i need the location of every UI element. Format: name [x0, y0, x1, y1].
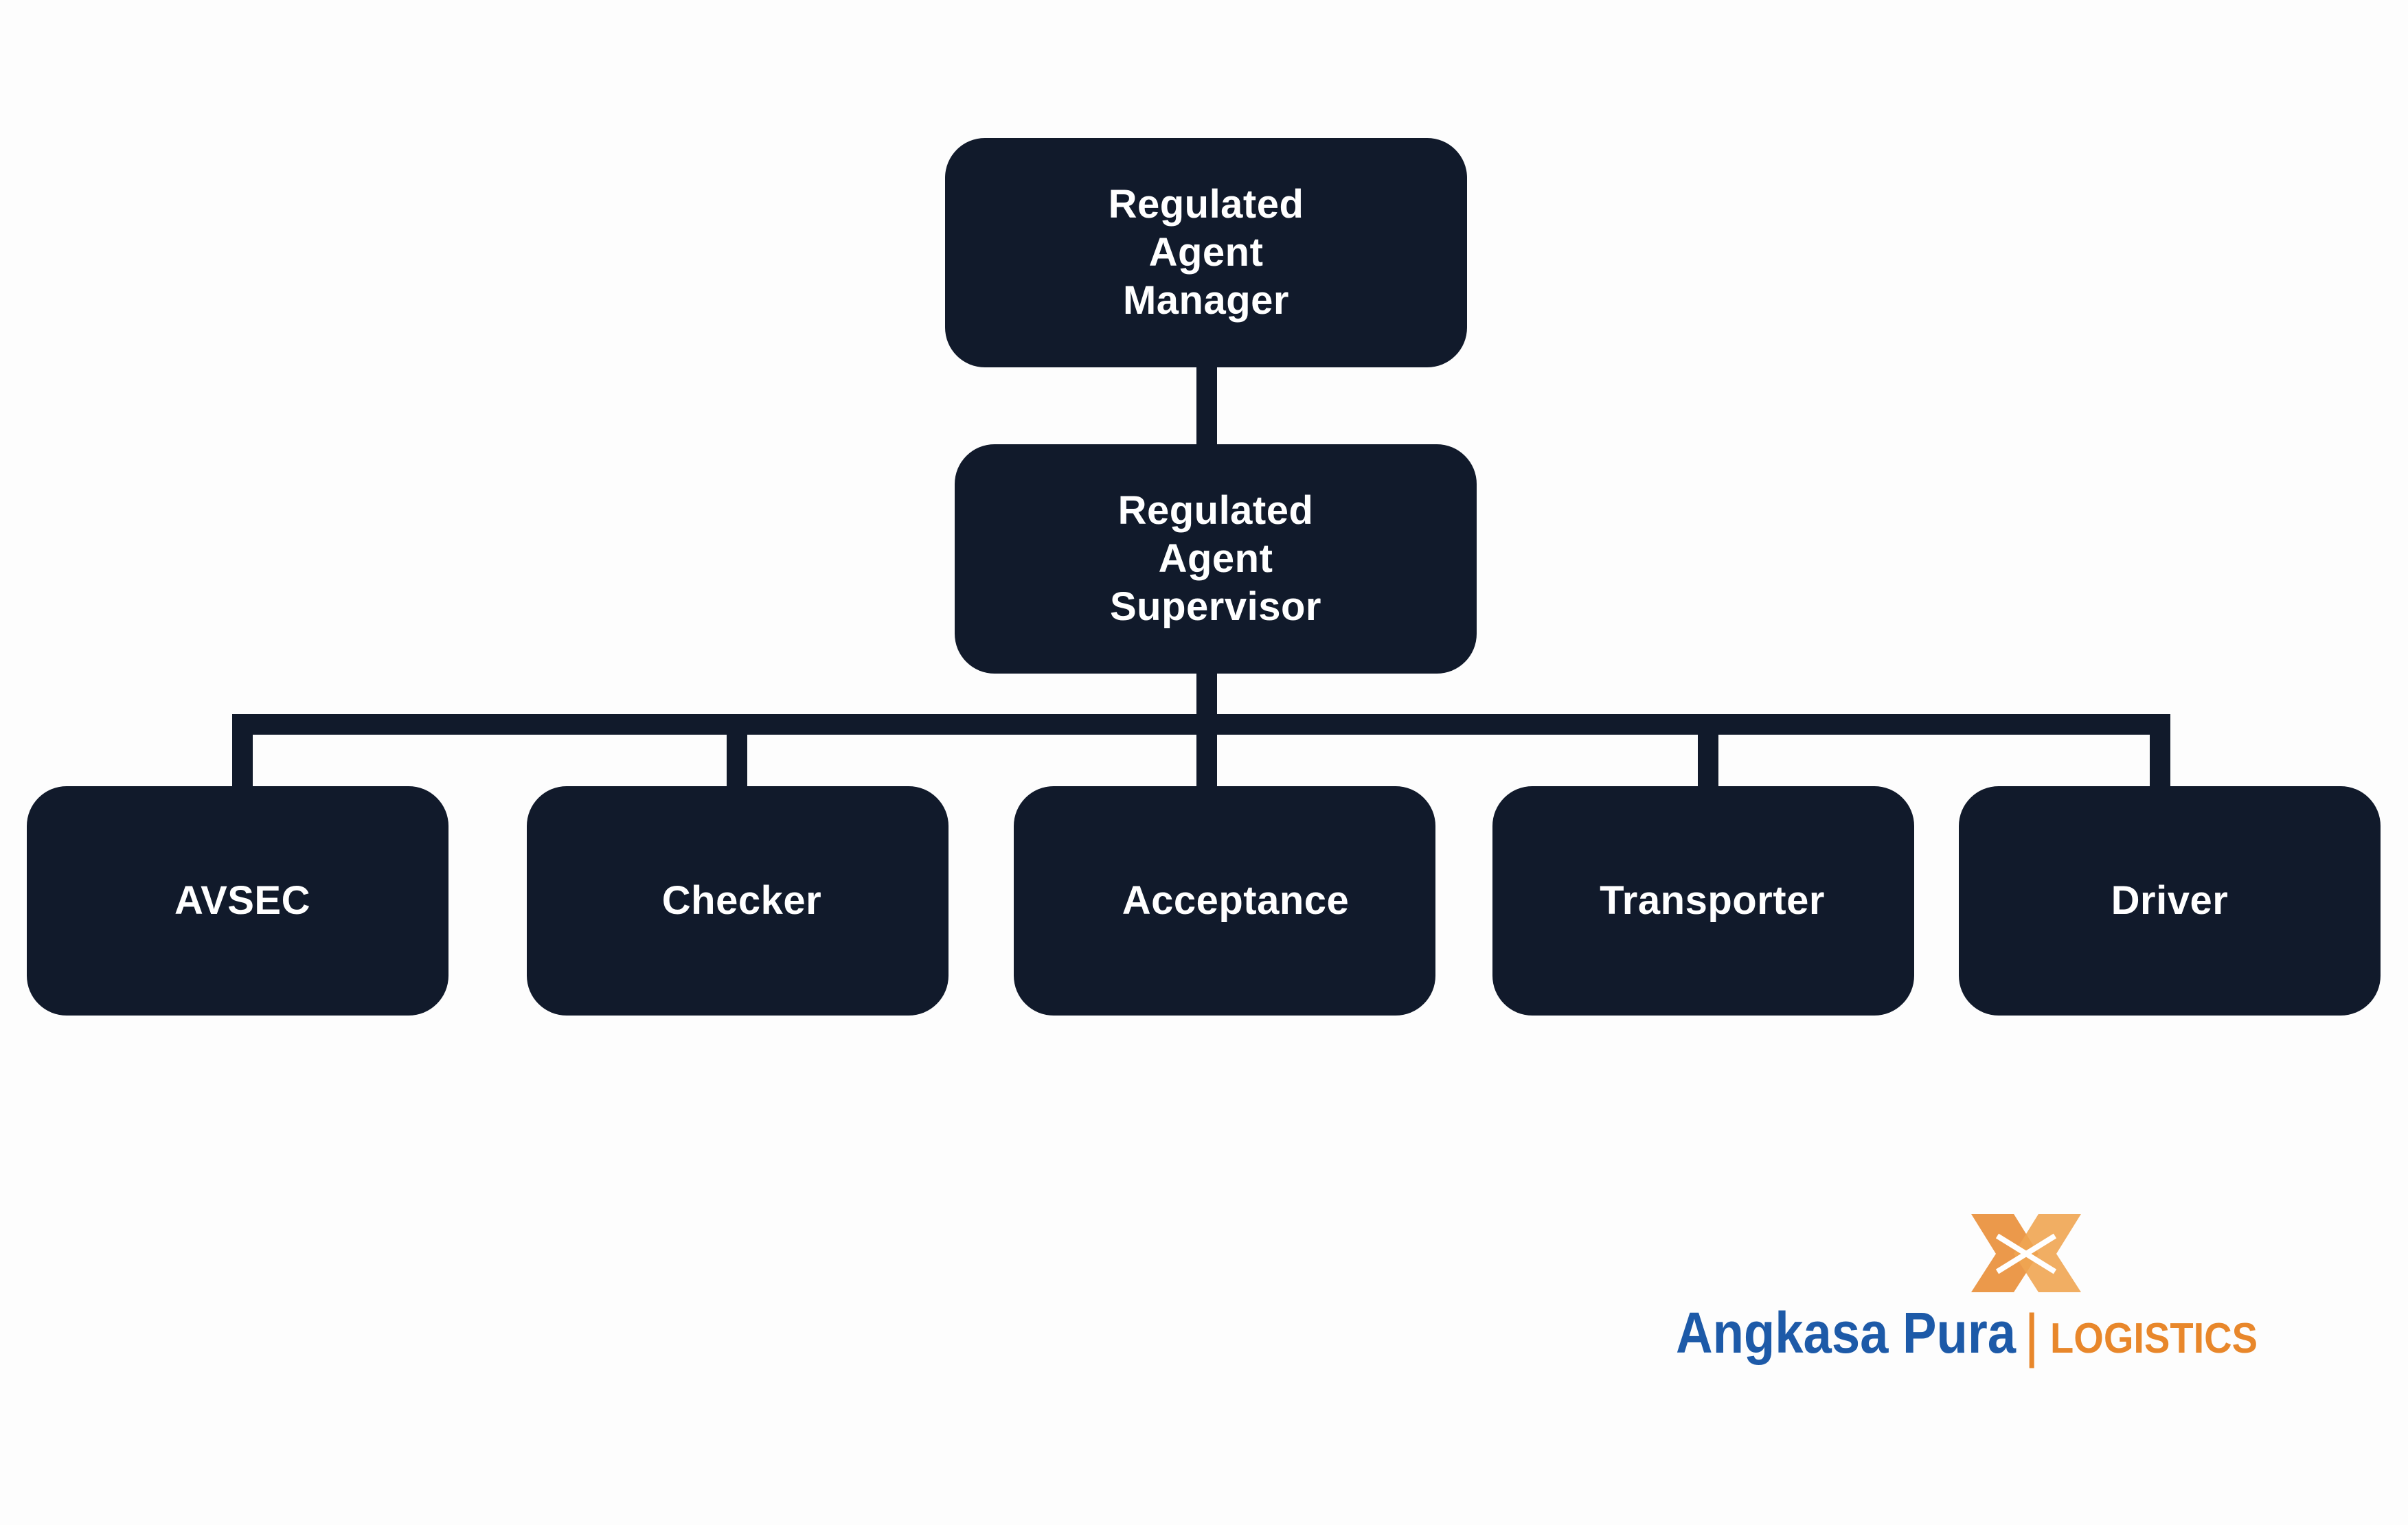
node-transporter: Transporter [1492, 786, 1914, 1016]
logo-brand-primary: Angkasa Pura [1676, 1300, 2017, 1365]
connector-manager-supervisor [1196, 363, 1217, 449]
node-label: Driver [2111, 878, 2229, 923]
angkasa-pura-logo-text: Angkasa Pura | LOGISTICS [1676, 1300, 2258, 1368]
node-label: Checker [661, 878, 822, 923]
connector-drop-avsec [232, 714, 253, 791]
node-label: Acceptance [1122, 878, 1350, 923]
node-avsec: AVSEC [27, 786, 448, 1016]
node-checker: Checker [527, 786, 949, 1016]
node-acceptance: Acceptance [1014, 786, 1435, 1016]
connector-drop-transporter [1698, 714, 1718, 791]
angkasa-pura-logistics-logo: Angkasa Pura | LOGISTICS [1676, 1208, 2260, 1380]
node-regulated-agent-supervisor: Regulated Agent Supervisor [955, 444, 1477, 674]
connector-drop-driver [2150, 714, 2170, 791]
logo-brand-secondary: LOGISTICS [2050, 1315, 2258, 1362]
connector-supervisor-bus [1196, 669, 1217, 710]
connector-drop-checker [727, 714, 747, 791]
node-label: AVSEC [174, 878, 311, 923]
angkasa-pura-logo-mark-icon [1971, 1214, 2081, 1292]
node-regulated-agent-manager: Regulated Agent Manager [945, 138, 1467, 367]
node-label: Transporter [1600, 878, 1825, 923]
connector-drop-acceptance [1196, 710, 1217, 791]
node-label: Regulated Agent Manager [1108, 182, 1304, 323]
node-driver: Driver [1959, 786, 2381, 1016]
node-label: Regulated Agent Supervisor [1110, 488, 1321, 629]
logo-separator: | [2024, 1303, 2039, 1368]
